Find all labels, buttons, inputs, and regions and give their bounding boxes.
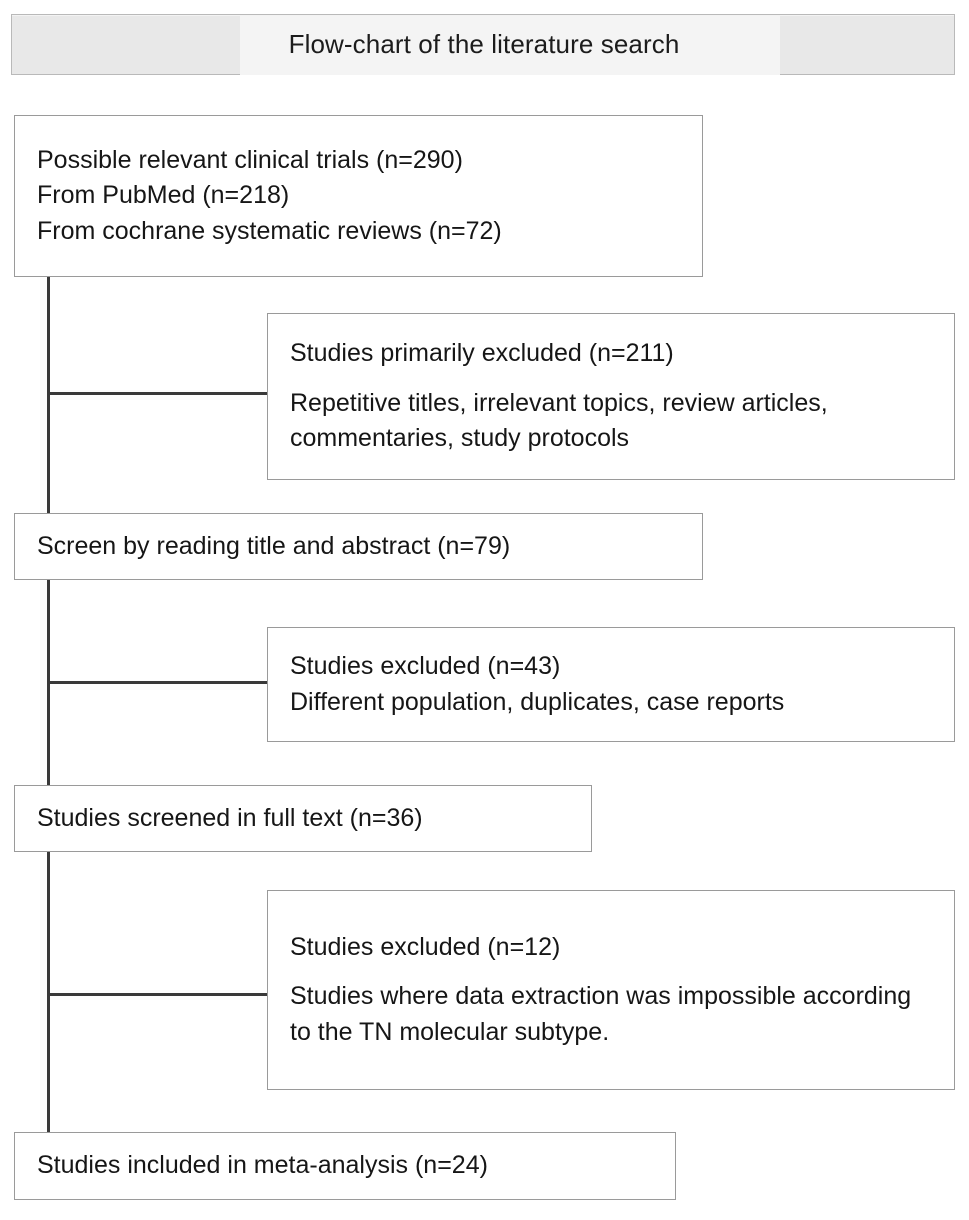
node-excluded-primary-heading: Studies primarily excluded (n=211) xyxy=(290,339,674,368)
node-studies-excluded-screen: Studies excluded (n=43) Different popula… xyxy=(267,627,955,742)
figure-title-bar: Flow-chart of the literature search xyxy=(11,14,955,75)
node-screen-title-abstract: Screen by reading title and abstract (n=… xyxy=(14,513,703,580)
node-excluded-fulltext-detail: Studies where data extraction was imposs… xyxy=(290,982,912,1046)
node-excluded-fulltext-heading: Studies excluded (n=12) xyxy=(290,932,561,961)
node-excluded-primary-detail: Repetitive titles, irrelevant topics, re… xyxy=(290,388,828,453)
node-excluded-screen-heading: Studies excluded (n=43) xyxy=(290,652,561,680)
connector-spine-fulltext-to-included xyxy=(47,851,50,1133)
node-fulltext-line-1: Studies screened in full text (n=36) xyxy=(37,803,423,832)
node-studies-primarily-excluded: Studies primarily excluded (n=211) Repet… xyxy=(267,313,955,480)
connector-branch-excluded-screen xyxy=(47,681,269,684)
node-identified-line-1: Possible relevant clinical trials (n=290… xyxy=(37,145,463,174)
connector-branch-excluded-primary xyxy=(47,392,269,395)
node-identified-records: Possible relevant clinical trials (n=290… xyxy=(14,115,703,277)
page-title: Flow-chart of the literature search xyxy=(288,29,680,59)
node-identified-line-3: From cochrane systematic reviews (n=72) xyxy=(37,216,502,245)
node-included-line-1: Studies included in meta-analysis (n=24) xyxy=(37,1151,488,1180)
node-screen-line-1: Screen by reading title and abstract (n=… xyxy=(37,531,511,560)
node-identified-line-2: From PubMed (n=218) xyxy=(37,181,290,210)
connector-branch-excluded-fulltext xyxy=(47,993,269,996)
node-included-meta-analysis: Studies included in meta-analysis (n=24) xyxy=(14,1132,676,1200)
figure-title-inner-band xyxy=(240,16,780,75)
node-excluded-screen-detail: Different population, duplicates, case r… xyxy=(290,687,785,716)
node-screened-full-text: Studies screened in full text (n=36) xyxy=(14,785,592,852)
node-studies-excluded-fulltext: Studies excluded (n=12) Studies where da… xyxy=(267,890,955,1090)
connector-spine-identified-to-screen xyxy=(47,276,50,515)
